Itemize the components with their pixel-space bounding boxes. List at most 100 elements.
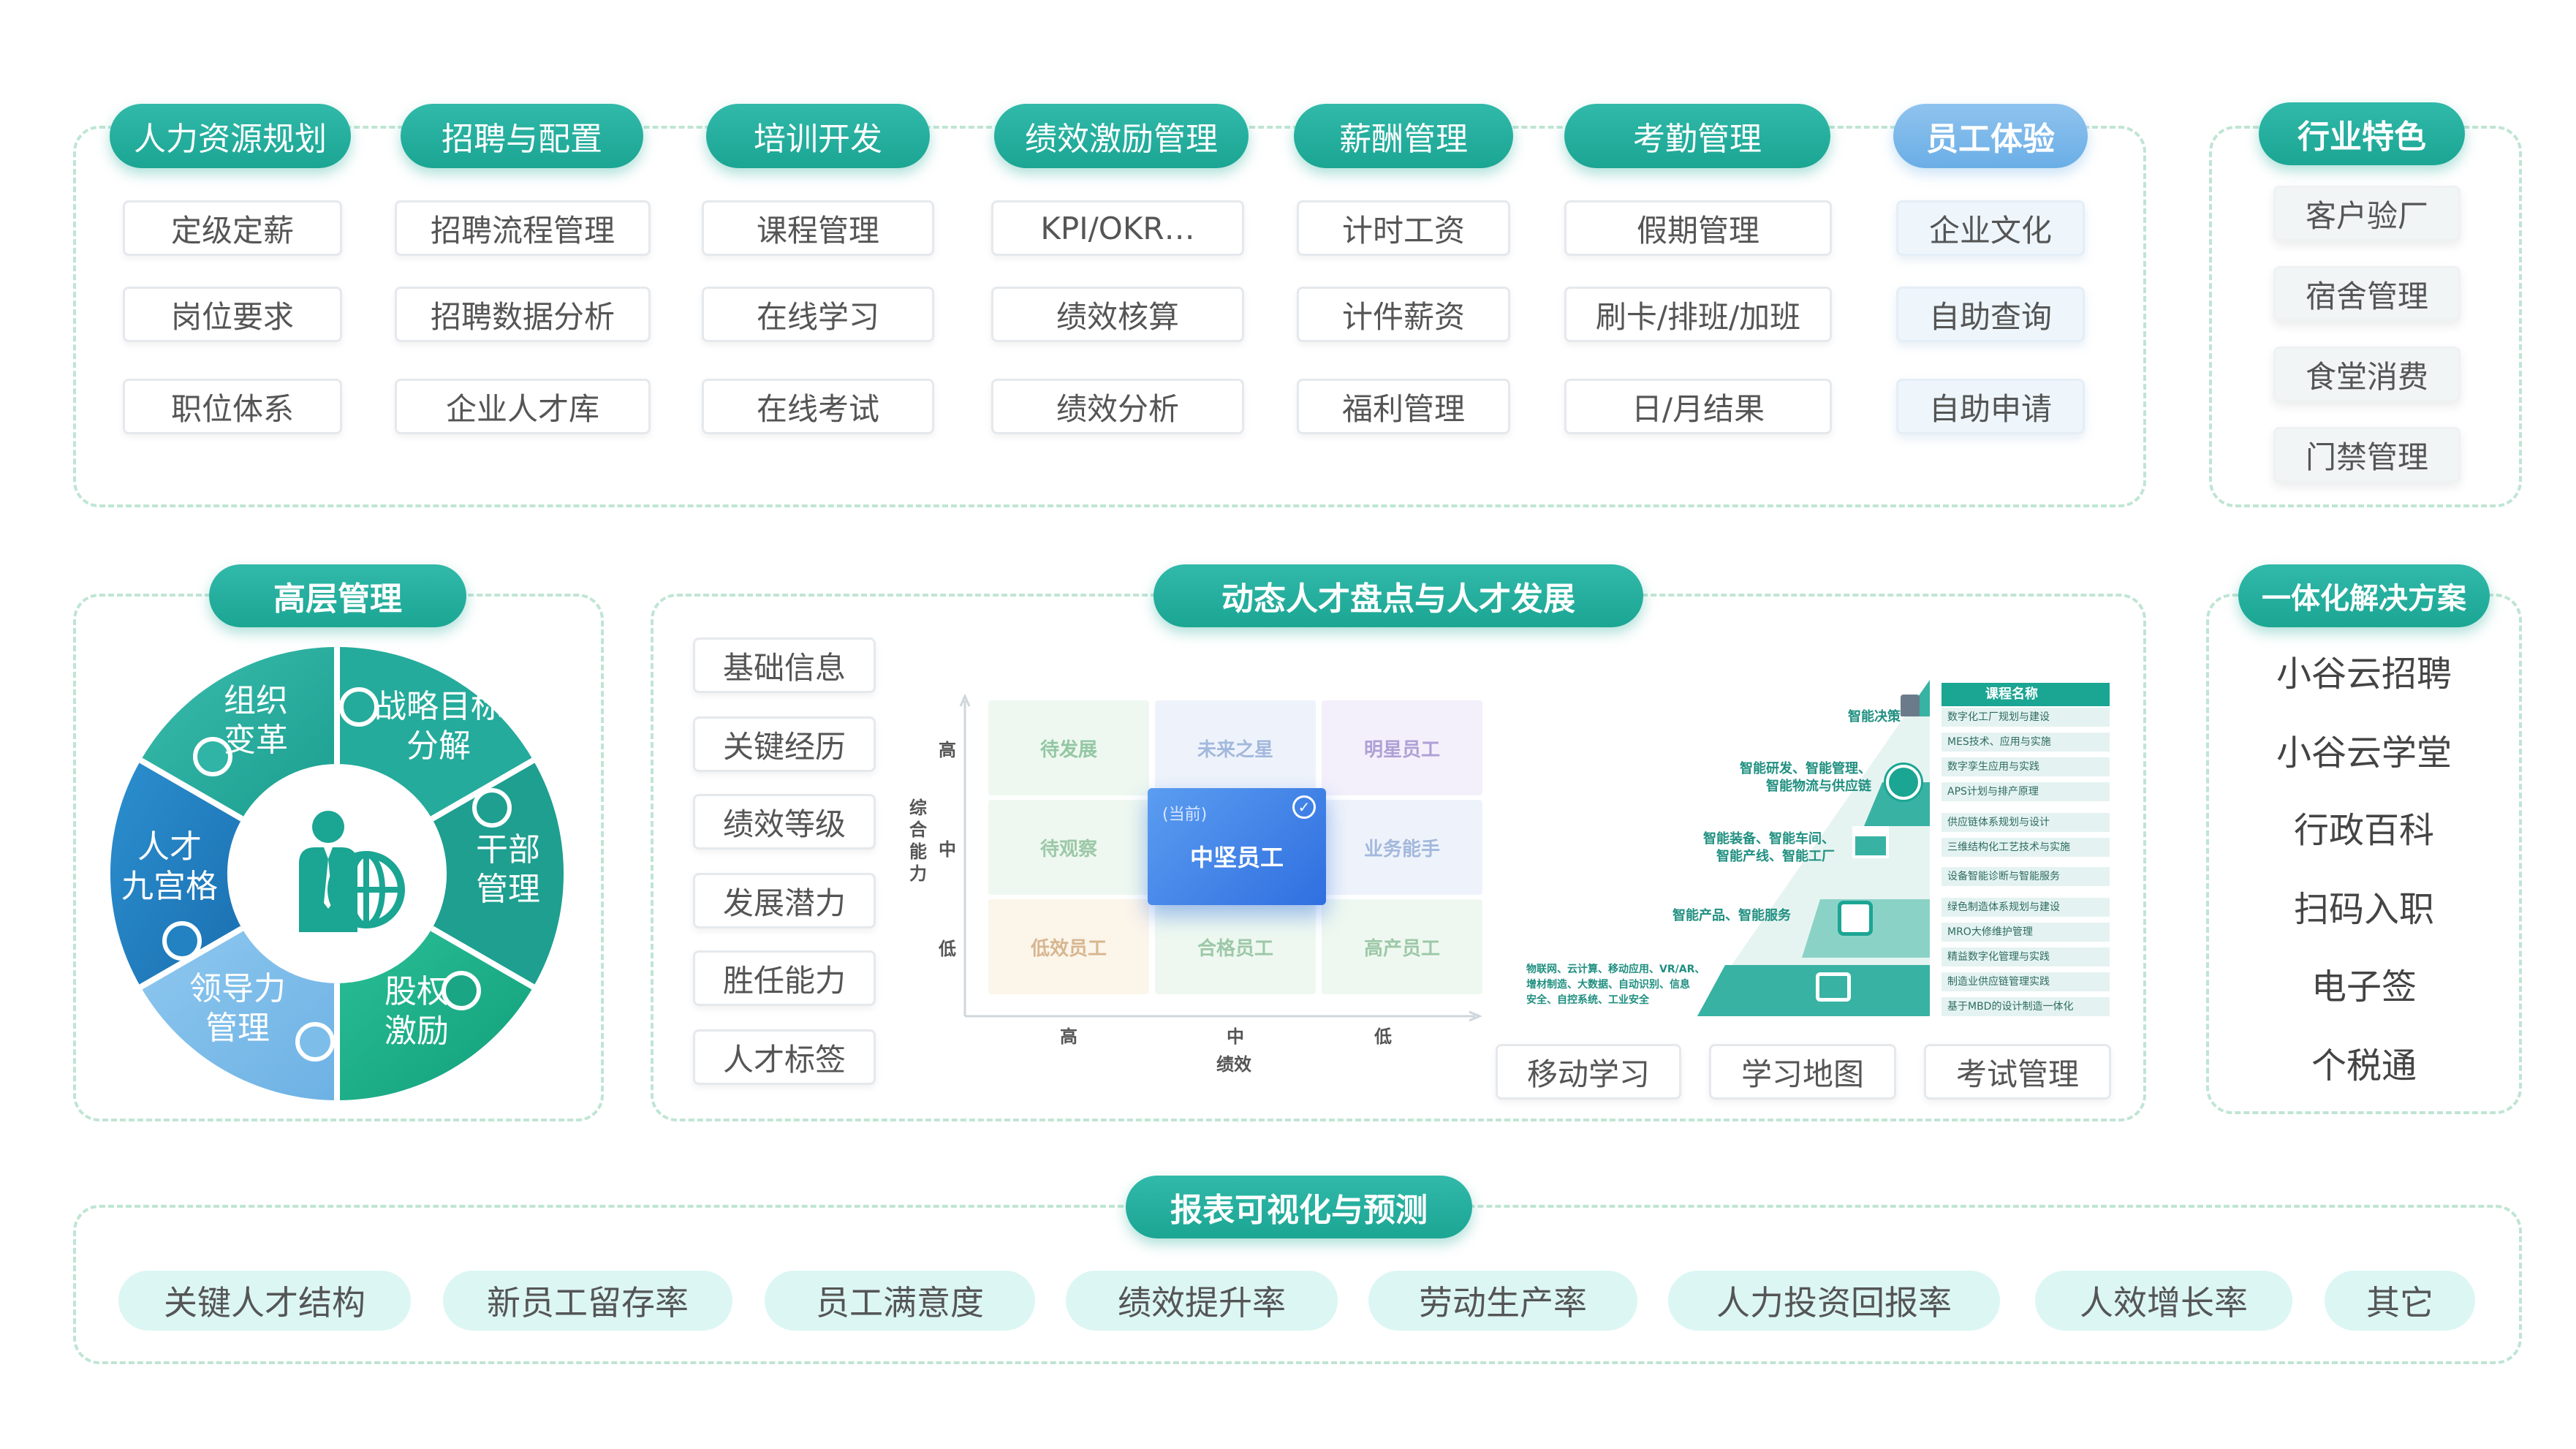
metric-item[interactable]: 人力投资回报率: [1668, 1271, 2000, 1331]
course-item: 设备智能诊断与智能服务: [1942, 867, 2110, 886]
puzzle-wheel: [110, 647, 564, 1100]
module-item[interactable]: 计时工资: [1297, 200, 1510, 256]
module-item[interactable]: 假期管理: [1564, 200, 1832, 256]
reports-title[interactable]: 报表可视化与预测: [1126, 1176, 1472, 1238]
industry-title[interactable]: 行业特色: [2259, 102, 2465, 165]
industry-item[interactable]: 客户验厂: [2273, 186, 2461, 241]
talent-side-item[interactable]: 关键经历: [693, 716, 876, 772]
nine-grid-cell[interactable]: 待观察: [988, 800, 1149, 895]
talent-panel-title[interactable]: 动态人才盘点与人才发展: [1153, 564, 1643, 627]
module-item[interactable]: 企业人才库: [395, 379, 651, 434]
module-item[interactable]: KPI/OKR…: [991, 200, 1244, 256]
course-item: 精益数字化管理与实践: [1942, 947, 2110, 966]
nine-grid-cell[interactable]: 低效员工: [988, 899, 1149, 994]
integrated-item[interactable]: 个税通: [2311, 1045, 2417, 1086]
talent-side-item[interactable]: 人才标签: [693, 1029, 876, 1085]
nine-grid-cell[interactable]: 未来之星: [1155, 700, 1316, 795]
integrated-list: 小谷云招聘 小谷云学堂 行政百科 扫码入职 电子签 个税通: [2206, 636, 2522, 1104]
metric-item[interactable]: 关键人才结构: [118, 1271, 411, 1331]
course-item: MRO大修维护管理: [1942, 923, 2110, 942]
course-item: 数字化工厂规划与建设: [1942, 708, 2110, 727]
metric-item[interactable]: 其它: [2325, 1271, 2475, 1331]
pyramid-level: 智能产品、智能服务: [1672, 908, 1791, 923]
y-tick: 中: [939, 839, 956, 860]
module-item[interactable]: 在线考试: [702, 379, 934, 434]
pyramid-decision-icon: [1901, 695, 1920, 716]
integrated-item[interactable]: 行政百科: [2293, 810, 2434, 851]
learning-item-exam[interactable]: 考试管理: [1924, 1044, 2111, 1100]
module-item[interactable]: 职位体系: [123, 379, 342, 434]
y-axis-label: 综合能力: [909, 798, 927, 884]
course-item: 三维结构化工艺技术与实施: [1942, 838, 2110, 857]
module-title-hr-planning[interactable]: 人力资源规划: [110, 104, 351, 168]
segment-label-equity: 股权 激励: [384, 973, 449, 1050]
segment-org-change[interactable]: [140, 647, 338, 819]
current-cell-label: 中坚员工: [1189, 844, 1284, 871]
module-item[interactable]: 计件薪资: [1297, 287, 1510, 342]
module-item[interactable]: 课程管理: [702, 200, 934, 256]
x-axis-label: 绩效: [1216, 1054, 1251, 1075]
segment-leadership[interactable]: [140, 928, 338, 1100]
pyramid-level: 智能研发、智能管理、 智能物流与供应链: [1740, 761, 1871, 794]
metric-item[interactable]: 新员工留存率: [443, 1271, 732, 1331]
metric-item[interactable]: 劳动生产率: [1368, 1271, 1637, 1331]
current-tag: (当前): [1162, 806, 1208, 824]
metric-item[interactable]: 员工满意度: [765, 1271, 1035, 1331]
nine-grid-current-cell[interactable]: (当前) 中坚员工 ✓: [1148, 788, 1326, 905]
nine-grid-cell[interactable]: 待发展: [988, 700, 1149, 795]
module-title-recruitment[interactable]: 招聘与配置: [401, 104, 643, 168]
pyramid-level: 物联网、云计算、移动应用、VR/AR、 增材制造、大数据、自动识别、信息 安全、…: [1526, 964, 1705, 1006]
industry-item[interactable]: 食堂消费: [2273, 347, 2461, 402]
x-tick: 高: [1060, 1026, 1077, 1047]
integrated-item[interactable]: 小谷云学堂: [2276, 733, 2452, 773]
industry-item[interactable]: 宿舍管理: [2273, 266, 2461, 322]
nine-grid-cell[interactable]: 合格员工: [1155, 899, 1316, 994]
course-item: 数字孪生应用与实践: [1942, 757, 2110, 776]
module-item[interactable]: 福利管理: [1297, 379, 1510, 434]
module-item[interactable]: 自助申请: [1896, 379, 2085, 434]
module-item[interactable]: 定级定薪: [123, 200, 342, 256]
segment-equity[interactable]: [337, 928, 534, 1100]
module-item[interactable]: 刷卡/排班/加班: [1564, 287, 1832, 342]
course-header: 课程名称: [1942, 683, 2110, 706]
talent-side-item[interactable]: 发展潜力: [693, 873, 876, 928]
module-item[interactable]: 企业文化: [1896, 200, 2085, 256]
learning-item-mobile[interactable]: 移动学习: [1496, 1044, 1681, 1100]
course-item: 基于MBD的设计制造一体化: [1942, 997, 2110, 1016]
module-item[interactable]: 绩效分析: [991, 379, 1244, 434]
segment-strategy[interactable]: [337, 647, 534, 819]
module-item[interactable]: 招聘流程管理: [395, 200, 651, 256]
integrated-item[interactable]: 小谷云招聘: [2276, 654, 2452, 695]
pyramid-level: 智能装备、智能车间、 智能产线、智能工厂: [1703, 831, 1835, 864]
nine-grid-cell[interactable]: 高产员工: [1322, 899, 1482, 994]
module-title-employee-experience[interactable]: 员工体验: [1893, 104, 2088, 168]
talent-side-item[interactable]: 胜任能力: [693, 950, 876, 1006]
metric-item[interactable]: 绩效提升率: [1066, 1271, 1338, 1331]
module-title-attendance[interactable]: 考勤管理: [1564, 104, 1830, 168]
senior-management-title[interactable]: 高层管理: [209, 564, 466, 627]
module-title-performance[interactable]: 绩效激励管理: [994, 104, 1249, 168]
integrated-title[interactable]: 一体化解决方案: [2238, 564, 2490, 627]
module-title-training[interactable]: 培训开发: [706, 104, 930, 168]
integrated-item[interactable]: 电子签: [2311, 966, 2417, 1007]
y-tick: 高: [939, 740, 956, 760]
module-item[interactable]: 日/月结果: [1564, 379, 1832, 434]
talent-side-item[interactable]: 基础信息: [693, 638, 876, 693]
module-item[interactable]: 招聘数据分析: [395, 287, 651, 342]
nine-grid-cell[interactable]: 明星员工: [1322, 700, 1482, 795]
nine-grid-cell[interactable]: 业务能手: [1322, 800, 1482, 895]
module-item[interactable]: 自助查询: [1896, 287, 2085, 342]
industry-item[interactable]: 门禁管理: [2273, 427, 2461, 483]
segment-nine-grid[interactable]: [110, 760, 242, 987]
module-item[interactable]: 岗位要求: [123, 287, 342, 342]
learning-item-map[interactable]: 学习地图: [1709, 1044, 1896, 1100]
module-item[interactable]: 绩效核算: [991, 287, 1244, 342]
module-item[interactable]: 在线学习: [702, 287, 934, 342]
segment-label-strategy: 战略目标 分解: [374, 688, 503, 765]
module-title-salary[interactable]: 薪酬管理: [1294, 104, 1513, 168]
metric-item[interactable]: 人效增长率: [2035, 1271, 2292, 1331]
talent-side-item[interactable]: 绩效等级: [693, 794, 876, 850]
segment-cadre[interactable]: [432, 760, 564, 987]
integrated-item[interactable]: 扫码入职: [2293, 889, 2434, 930]
y-tick: 低: [939, 939, 956, 959]
